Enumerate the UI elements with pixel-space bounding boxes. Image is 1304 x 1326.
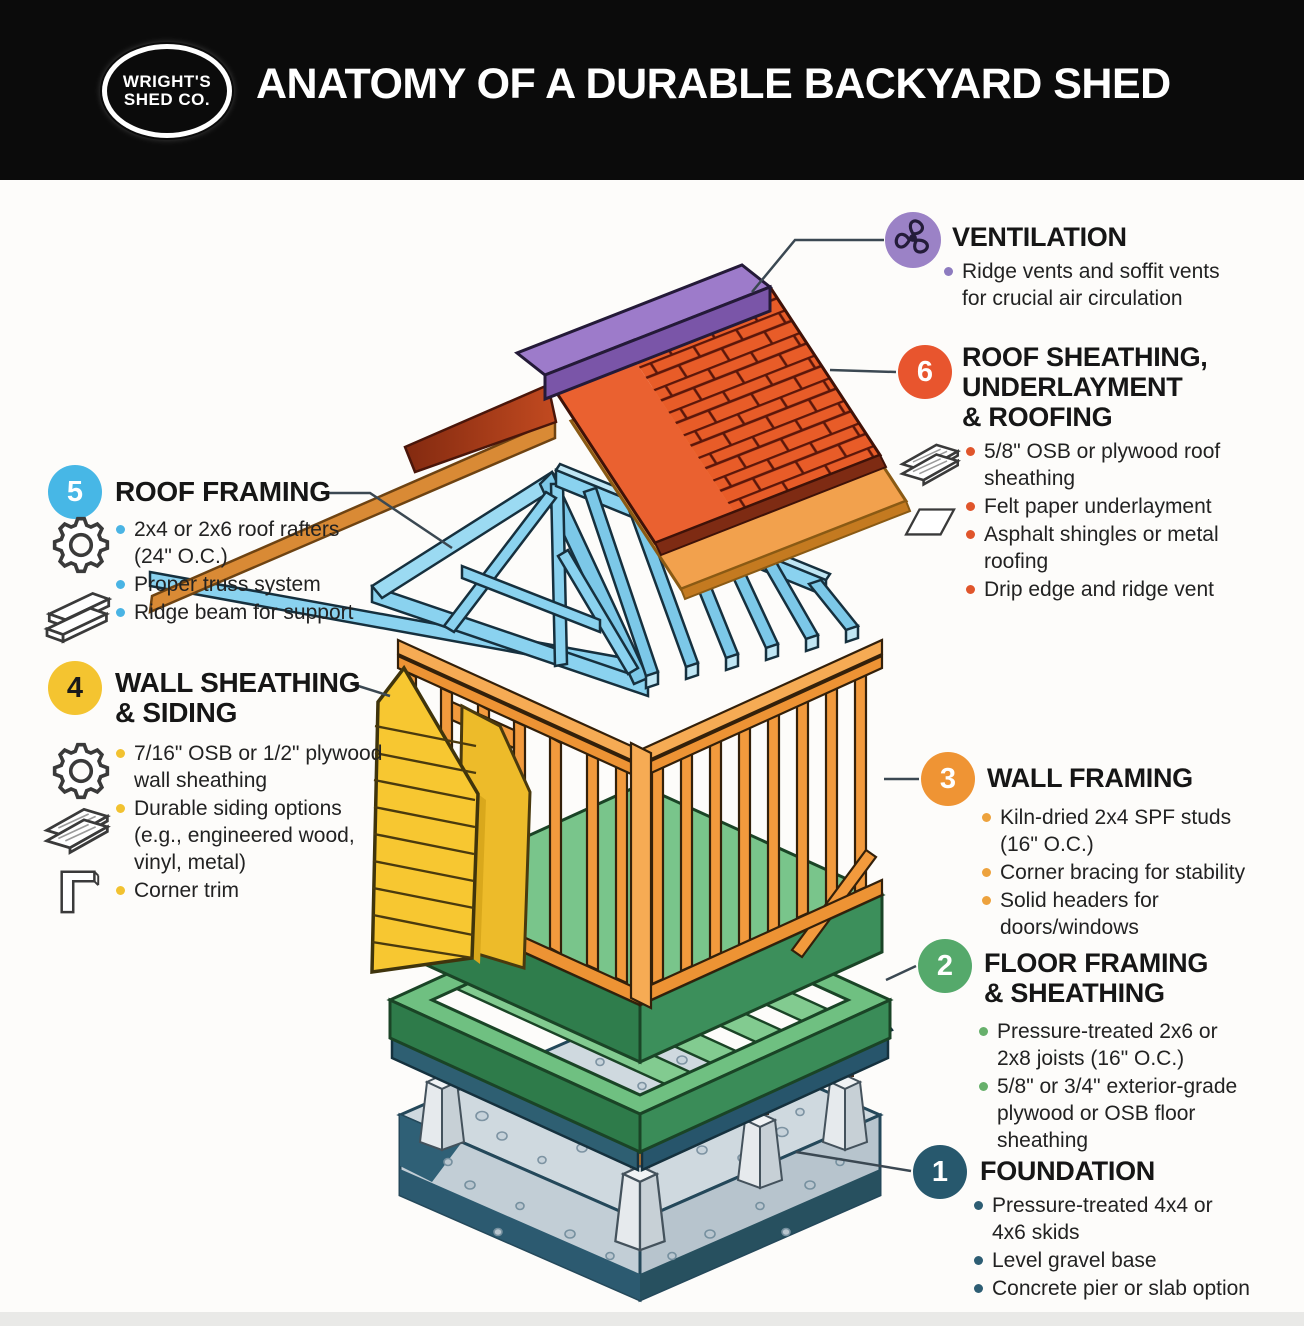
leader-roof-sheathing [829,368,897,374]
roof-framing-title: ROOF FRAMING [115,476,331,507]
wrights-shed-co-logo: WRIGHT'S SHED CO. [102,44,232,138]
floor-framing-bullets: Pressure-treated 2x6 or 2x8 joists (16" … [979,1018,1304,1155]
list-item: Level gravel base [974,1247,1304,1274]
wall-sheathing-title: WALL SHEATHING & SIDING [115,667,361,728]
plywood-sheets-icon [898,436,962,493]
list-item: Felt paper underlayment [966,493,1296,520]
ventilation-title: VENTILATION [952,222,1127,252]
bottom-edge-strip [0,1312,1304,1326]
wall-framing-title: WALL FRAMING [987,763,1193,793]
leader-ventilation [751,238,884,293]
foundation-title: FOUNDATION [980,1156,1155,1186]
list-item: Asphalt shingles or metal roofing [966,521,1296,575]
foundation-number-badge: 1 [913,1145,967,1199]
list-item: Concrete pier or slab option [974,1275,1304,1302]
ventilation-bullets: Ridge vents and soffit vents for crucial… [944,258,1274,313]
page-title: ANATOMY OF A DURABLE BACKYARD SHED [256,60,1171,108]
leader-roof-framing [322,491,453,550]
list-item: Ridge beam for support [116,599,416,626]
felt-paper-icon [902,498,960,549]
ventilation-badge [885,212,941,268]
roof-sheathing-number-badge: 6 [898,345,952,399]
list-item: Proper truss system [116,571,416,598]
list-item: Drip edge and ridge vent [966,576,1296,603]
list-item: Solid headers for doors/windows [982,887,1302,941]
list-item: 2x4 or 2x6 roof rafters (24" O.C.) [116,516,416,570]
list-item: Pressure-treated 4x4 or 4x6 skids [974,1192,1304,1246]
leader-floor-framing [885,964,917,982]
list-item: Corner trim [116,877,426,904]
roof-sheathing-title: ROOF SHEATHING, UNDERLAYMENT & ROOFING [962,342,1208,432]
header-banner: WRIGHT'S SHED CO. ANATOMY OF A DURABLE B… [0,0,1304,180]
corner-trim-icon [54,862,104,921]
roof-framing-bullets: 2x4 or 2x6 roof rafters (24" O.C.) Prope… [116,516,416,627]
roof-sheathing-bullets: 5/8" OSB or plywood roof sheathing Felt … [966,438,1296,604]
floor-framing-number-badge: 2 [918,939,972,993]
leader-lines [322,238,919,1173]
foundation-bullets: Pressure-treated 4x4 or 4x6 skids Level … [974,1192,1304,1303]
wall-sheathing-bullets: 7/16" OSB or 1/2" plywood wall sheathing… [116,740,426,905]
gear-icon [52,742,110,805]
plywood-sheets-icon [42,800,112,861]
list-item: 7/16" OSB or 1/2" plywood wall sheathing [116,740,426,794]
floor-framing-title: FLOOR FRAMING & SHEATHING [984,948,1209,1008]
list-item: 5/8" or 3/4" exterior-grade plywood or O… [979,1073,1304,1154]
ridge-vent-cap [514,263,773,402]
wall-sheathing-number-badge: 4 [48,661,102,715]
wall-framing-bullets: Kiln-dried 2x4 SPF studs (16" O.C.) Corn… [982,804,1302,942]
list-item: Corner bracing for stability [982,859,1302,886]
fan-icon [891,216,935,265]
leader-foundation [795,1150,912,1173]
logo-line2: SHED CO. [123,90,211,109]
leader-wall-sheathing [351,682,391,698]
lumber-stack-icon [42,582,116,651]
roof-framing-number-badge: 5 [48,465,102,519]
logo-line1: WRIGHT'S [122,72,212,91]
list-item: Pressure-treated 2x6 or 2x8 joists (16" … [979,1018,1304,1072]
list-item: Kiln-dried 2x4 SPF studs (16" O.C.) [982,804,1302,858]
list-item: Ridge vents and soffit vents for crucial… [944,258,1274,312]
roof-sheathing-layer [514,263,912,601]
wall-framing-number-badge: 3 [921,752,975,806]
back-roof-panels [148,383,558,615]
list-item: Durable siding options (e.g., engineered… [116,795,426,876]
list-item: 5/8" OSB or plywood roof sheathing [966,438,1296,492]
gear-icon [52,516,110,579]
wall-sheathing-siding-panels [370,664,532,975]
